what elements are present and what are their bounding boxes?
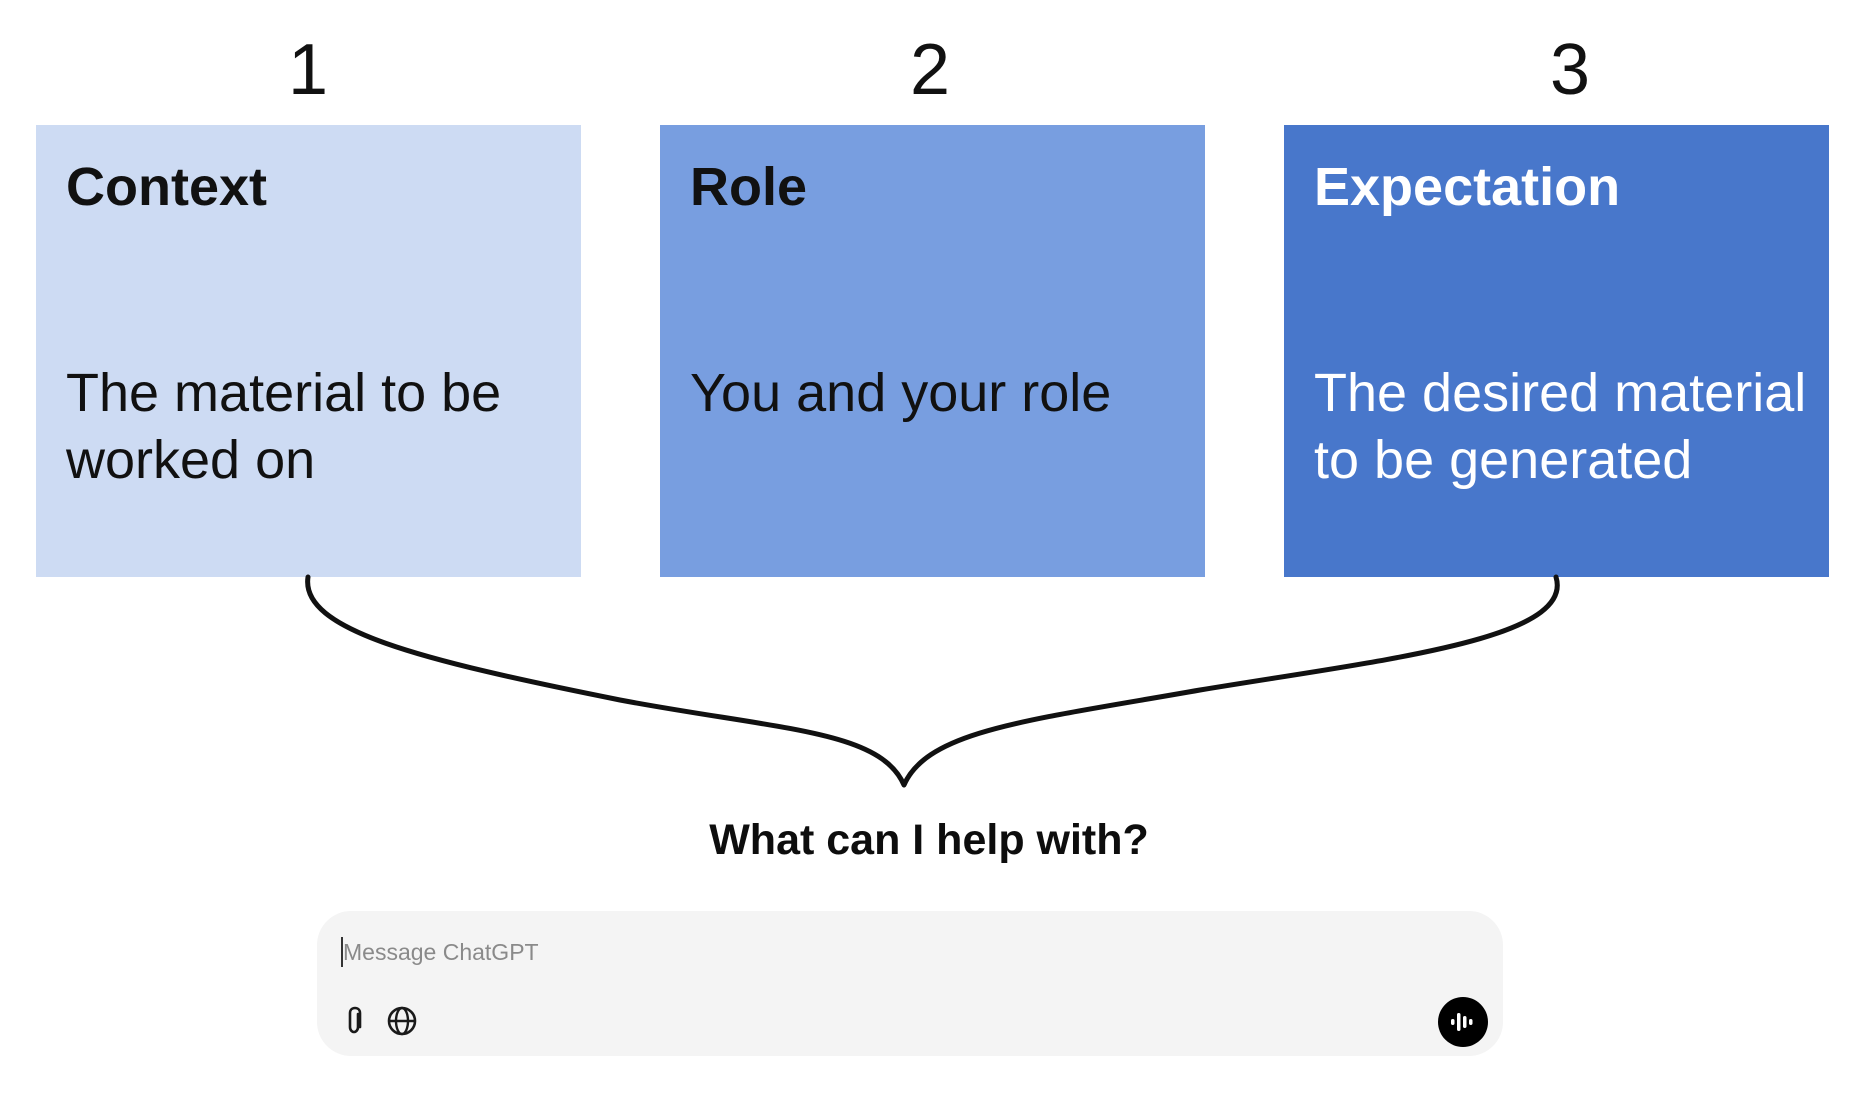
brace-path — [305, 574, 1560, 788]
context-card-title: Context — [66, 157, 267, 217]
message-input[interactable] — [343, 933, 1443, 971]
step-number-3: 3 — [1549, 30, 1591, 110]
text-caret — [341, 937, 343, 967]
globe-icon — [387, 1006, 417, 1036]
role-card: Role You and your role — [660, 125, 1205, 577]
prompt-heading: What can I help with? — [709, 816, 1149, 864]
paperclip-icon — [348, 1006, 362, 1034]
context-card: Context The material to be worked on — [36, 125, 581, 577]
step-number-2: 2 — [909, 30, 951, 110]
expectation-card-description: The desired material to be generated — [1314, 363, 1807, 490]
voice-waveform-icon — [1451, 1013, 1473, 1031]
context-card-description: The material to be worked on — [66, 363, 502, 490]
voice-mode-button[interactable] — [1438, 997, 1488, 1047]
role-card-title: Role — [690, 157, 808, 217]
role-card-description: You and your role — [690, 363, 1112, 423]
message-composer — [317, 911, 1503, 1056]
search-web-button[interactable] — [382, 1001, 422, 1041]
expectation-card: Expectation The desired material to be g… — [1284, 125, 1829, 577]
expectation-card-title: Expectation — [1314, 157, 1621, 217]
attach-button[interactable] — [335, 1001, 375, 1041]
step-number-1: 1 — [287, 30, 329, 110]
